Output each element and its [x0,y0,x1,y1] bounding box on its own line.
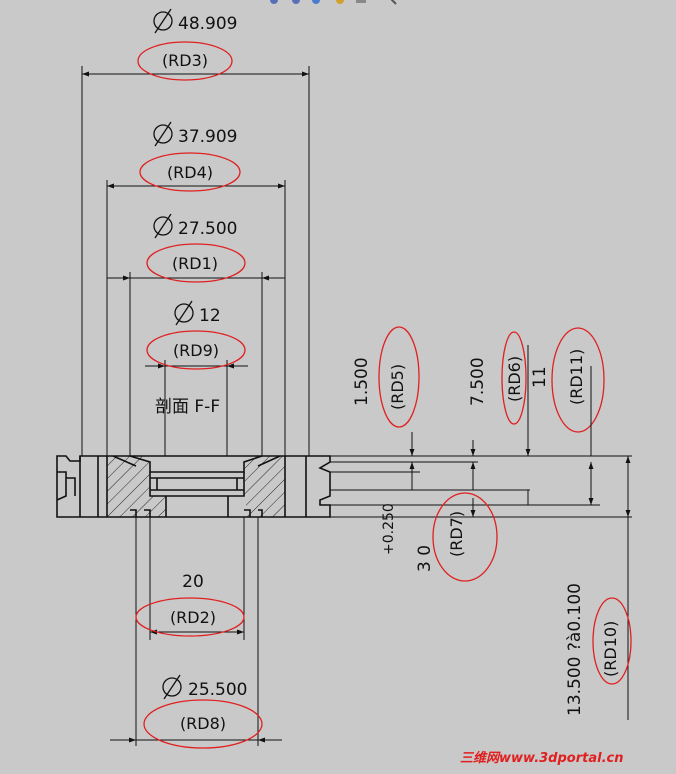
dim-diameter-37909[interactable]: 37.909 (RD4) [107,121,285,192]
extension-lines-right [330,455,632,518]
section-title: 剖面 F-F [155,397,220,417]
dim-diameter-48909[interactable]: 48.909 (RD3) [82,8,309,81]
toolbar[interactable] [270,0,397,5]
dim-value: 13.500 ?à0.100 [565,583,585,716]
highlight-ellipse [146,243,246,283]
highlight-ellipse [135,597,245,637]
highlight-ellipse [432,492,498,582]
dim-ref-label: (RD11) [567,349,586,405]
dim-tolerance: +0.250 [381,503,397,555]
dim-width-20[interactable]: 20 (RD2) [135,572,245,637]
highlight-ellipse [378,326,420,428]
diameter-symbol-icon [153,213,173,239]
dim-ref-label: (RD7) [447,511,466,557]
dim-height-30[interactable]: +0.250 3 0 (RD7) [381,492,498,582]
dim-value: 1.500 [352,357,372,406]
highlight-ellipse [592,597,632,685]
dim-ref-label: (RD6) [505,356,524,402]
zoom-out-icon[interactable] [292,0,300,4]
part-section [56,455,331,518]
dim-value: 20 [182,572,204,592]
dim-height-7500[interactable]: 7.500 (RD6) [468,331,527,490]
extension-lines [81,66,310,456]
dim-value: 48.909 [178,14,237,34]
dim-ref-label: (RD9) [173,341,219,360]
dim-value: 27.500 [178,219,237,239]
dim-value: 3 0 [415,545,435,572]
dim-ref-label: (RD8) [180,714,226,733]
dim-diameter-27500[interactable]: 27.500 (RD1) [107,213,285,283]
dim-diameter-12[interactable]: 12 (RD9) [145,300,248,370]
diameter-symbol-icon [153,8,173,34]
diameter-symbol-icon [174,300,194,326]
highlight-ellipse [501,331,527,425]
dim-ref-label: (RD3) [162,51,208,70]
dim-ref-label: (RD5) [388,364,407,410]
view-icon[interactable] [356,0,366,3]
highlight-ellipse [139,152,241,192]
diameter-symbol-icon [162,674,182,700]
dim-value: 37.909 [178,127,237,147]
diameter-symbol-icon [153,121,173,147]
highlight-ellipse [137,41,233,81]
snap-icon[interactable] [390,0,397,5]
dim-ref-label: (RD4) [167,163,213,182]
dim-value: 25.500 [188,680,247,700]
dim-height-1500[interactable]: 1.500 (RD5) [352,326,420,490]
pan-icon[interactable] [336,0,344,4]
highlight-ellipse [146,330,246,370]
dim-value: 7.500 [468,357,488,406]
dim-value: 11 [530,366,550,388]
dim-ref-label: (RD10) [601,621,620,677]
dim-value: 12 [199,306,221,326]
dim-diameter-25500[interactable]: 25.500 (RD8) [110,674,282,749]
highlight-ellipse [551,327,605,433]
dim-ref-label: (RD1) [172,254,218,273]
highlight-ellipse [143,699,263,749]
watermark: 三维网www.3dportal.cn [460,750,623,766]
rotate-icon[interactable] [312,0,320,4]
dim-ref-label: (RD2) [170,608,216,627]
zoom-icon[interactable] [270,0,278,4]
dim-height-11[interactable]: 11 (RD11) [525,327,605,505]
dim-height-13500[interactable]: 13.500 ?à0.100 (RD10) [565,456,632,720]
